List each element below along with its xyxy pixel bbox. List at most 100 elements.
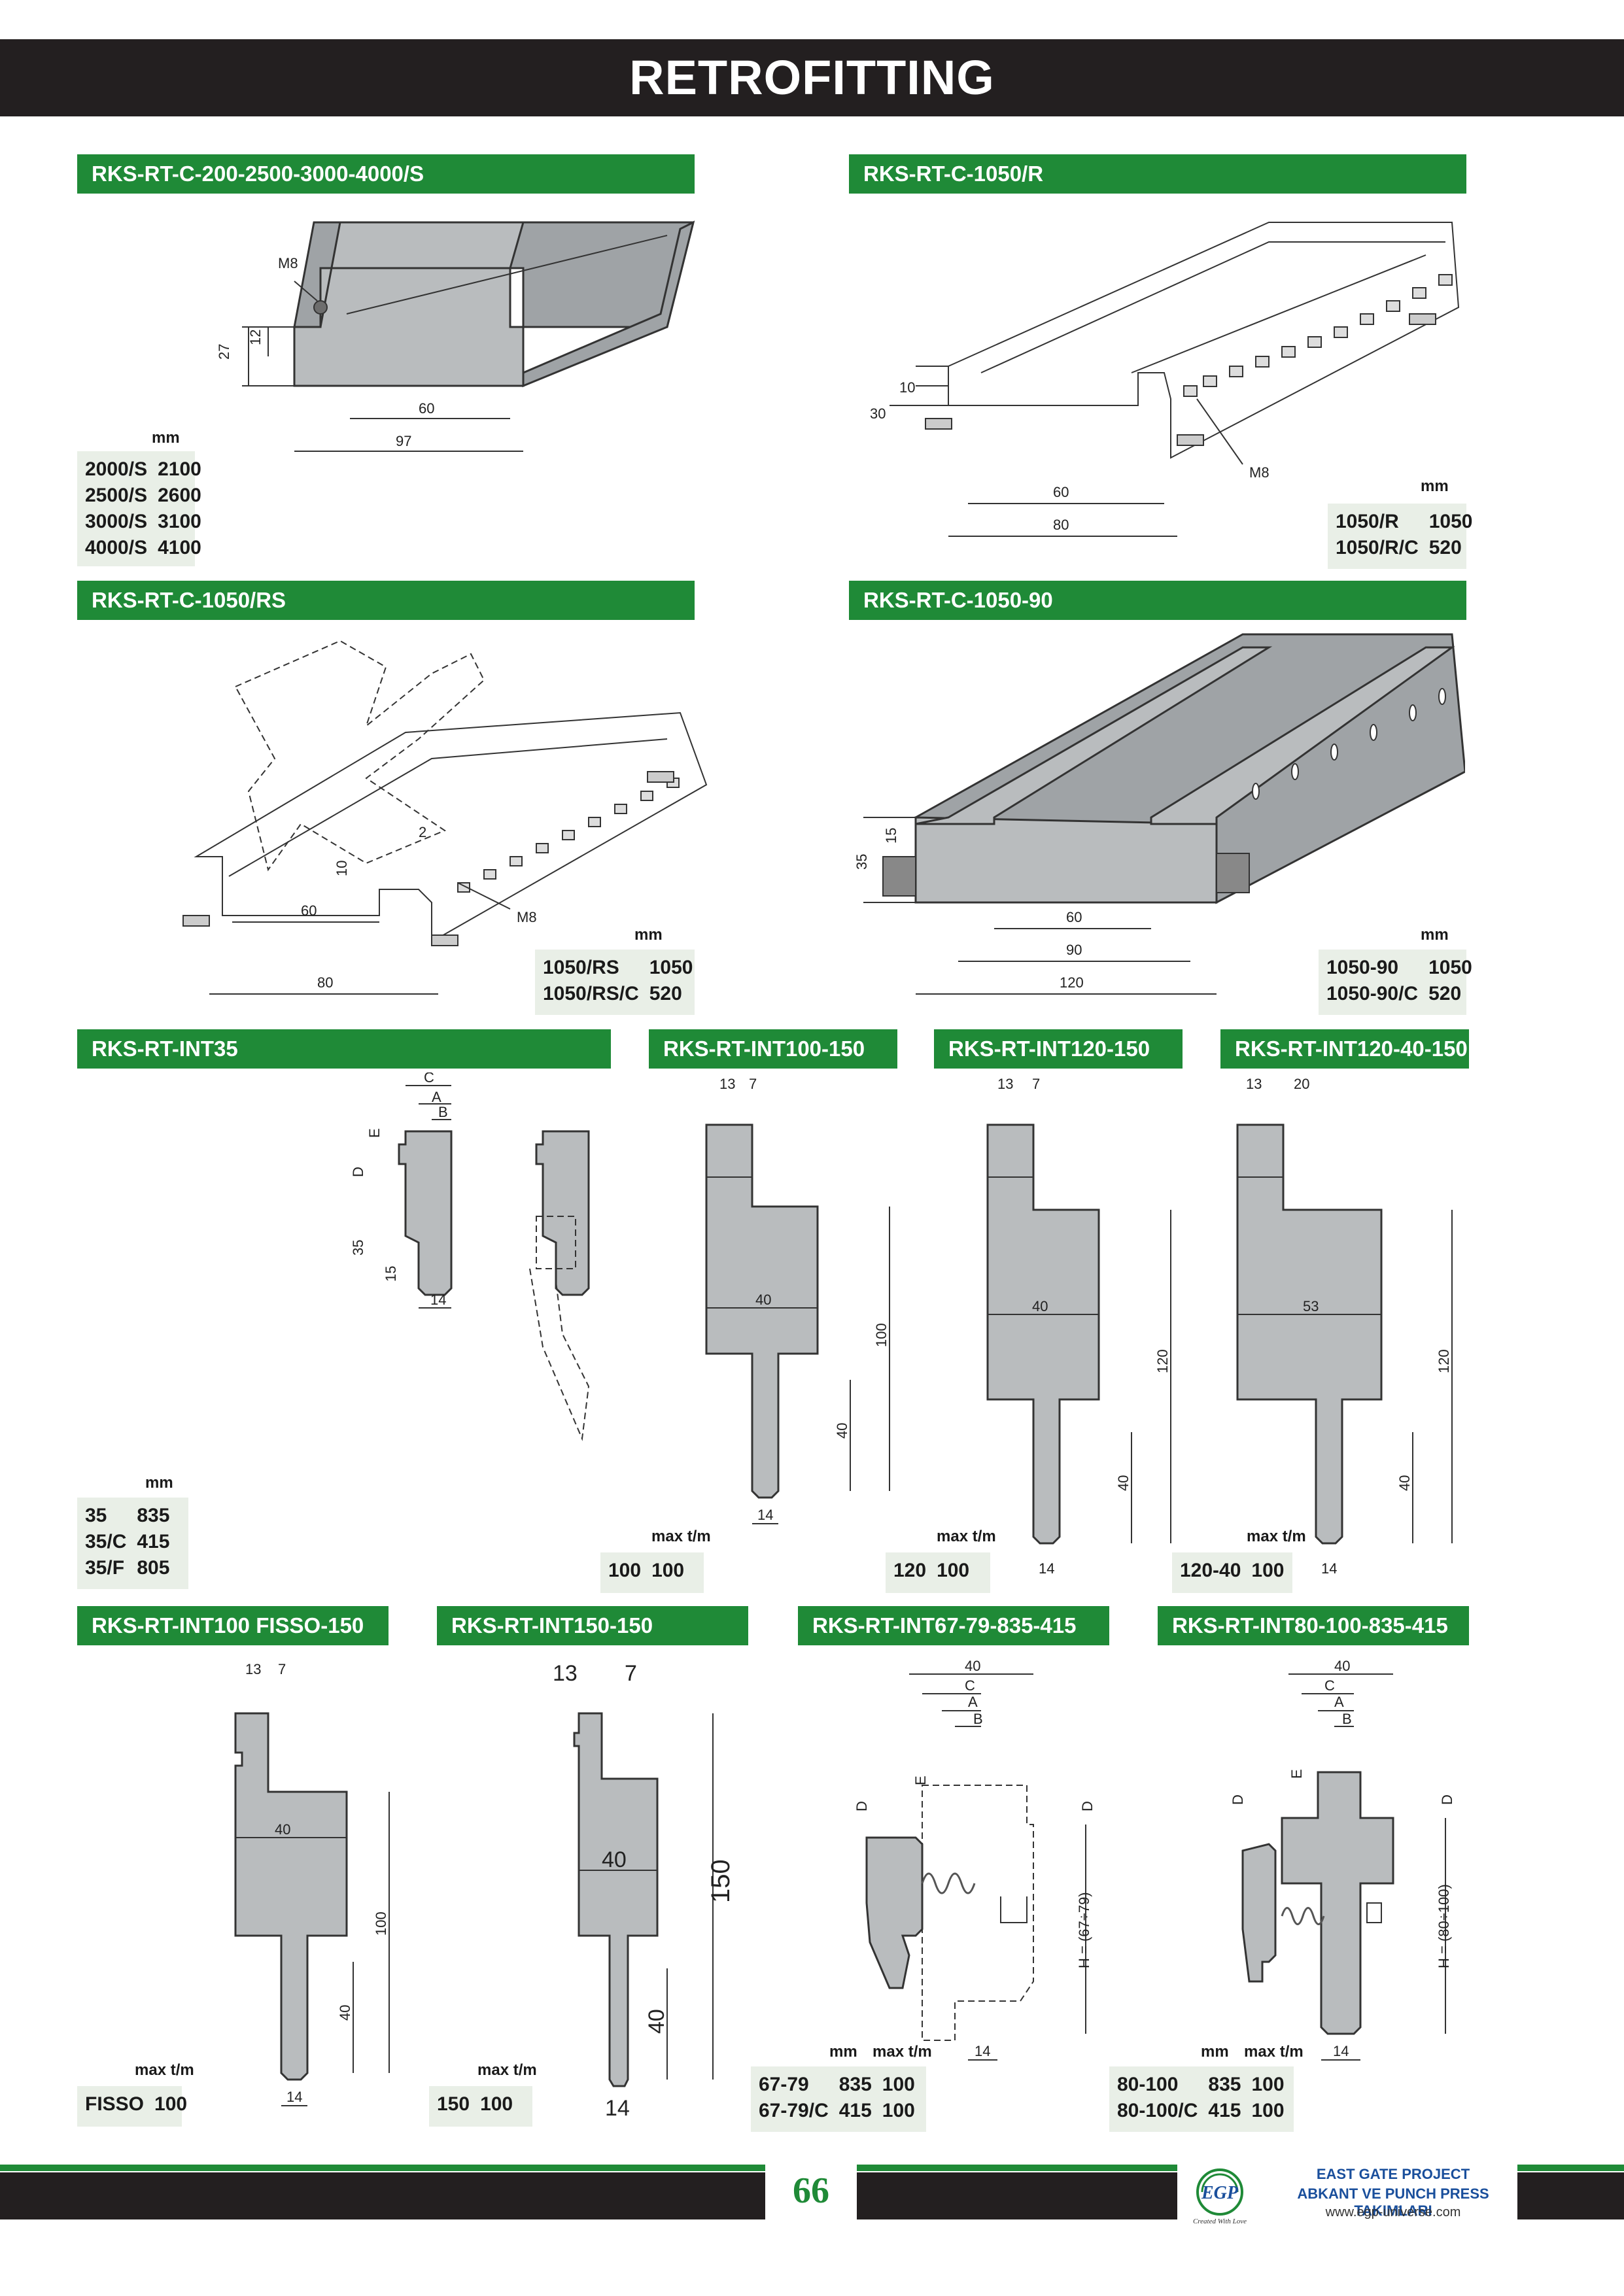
dim-label: 2 bbox=[419, 824, 426, 840]
section-header: RKS-RT-INT100-150 bbox=[649, 1029, 897, 1069]
spec-cell: 35/F bbox=[85, 1557, 125, 1579]
spec-cell: 67-79 bbox=[759, 2074, 809, 2095]
dim-label: 30 bbox=[870, 405, 886, 422]
spec-cell: 3000/S bbox=[85, 511, 148, 532]
spec-cell: 100 bbox=[1251, 1560, 1285, 1581]
dim-label: E bbox=[366, 1128, 383, 1138]
spec-cell: 415 bbox=[137, 1531, 170, 1552]
section-header: RKS-RT-INT80-100-835-415 bbox=[1158, 1606, 1469, 1645]
dim-label: 35 bbox=[854, 854, 870, 870]
profile-drawing: 13 7 40 100 40 14 bbox=[674, 1072, 922, 1530]
profile-drawing: M8 27 12 60 97 bbox=[209, 196, 733, 471]
dim-label: E bbox=[912, 1775, 929, 1785]
dim-label: 35 bbox=[350, 1240, 366, 1256]
unit-label: max t/m bbox=[1244, 2043, 1304, 2061]
dim-label: 120 bbox=[1436, 1349, 1452, 1373]
unit-label: max t/m bbox=[477, 2061, 537, 2079]
brand-url[interactable]: www.egp-universe.com bbox=[1325, 2205, 1461, 2219]
unit-label: mm bbox=[1421, 477, 1449, 495]
spec-cell: 67-79/C bbox=[759, 2100, 829, 2121]
section-header: RKS-RT-INT120-150 bbox=[934, 1029, 1183, 1069]
profile-drawing: 40 C A B E D D H = (67÷79) 14 bbox=[850, 1654, 1138, 2073]
dim-label: A bbox=[968, 1694, 978, 1710]
spec-cell: FISSO bbox=[85, 2093, 145, 2115]
profile-drawing: 13 7 40 150 40 14 bbox=[536, 1654, 772, 2125]
footer-rule bbox=[0, 2165, 765, 2171]
section-header: RKS-RT-C-1050/R bbox=[849, 154, 1466, 194]
profile-drawing: 13 20 53 120 40 bbox=[1230, 1072, 1478, 1550]
spec-cell: 2000/S bbox=[85, 458, 148, 480]
unit-label: max t/m bbox=[937, 1528, 996, 1545]
dim-label: C bbox=[1324, 1677, 1335, 1694]
spec-cell: 1050/RS bbox=[543, 957, 619, 978]
dim-label: 10 bbox=[334, 861, 350, 876]
dim-label: 80 bbox=[317, 974, 333, 991]
spec-cell: 415 bbox=[1208, 2100, 1241, 2121]
spec-cell: 1050/RS/C bbox=[543, 983, 639, 1004]
dim-label: 40 bbox=[337, 2005, 353, 2021]
dim-label: 15 bbox=[383, 1266, 399, 1282]
brand-block: EGP Created With Love EAST GATE PROJECT … bbox=[1177, 2162, 1517, 2234]
spec-cell: 100 bbox=[608, 1560, 642, 1581]
dim-label: 40 bbox=[834, 1423, 850, 1439]
dim-label: B bbox=[973, 1711, 983, 1727]
spec-cell: 100 bbox=[937, 1560, 970, 1581]
dim-label: E bbox=[1288, 1769, 1305, 1779]
dim-label: C bbox=[424, 1072, 434, 1086]
spec-cell: 3100 bbox=[158, 511, 201, 532]
unit-label: mm bbox=[145, 1474, 173, 1492]
dim-label: 10 bbox=[899, 379, 915, 396]
page-number: 66 bbox=[793, 2170, 829, 2211]
dim-label: D bbox=[1230, 1794, 1246, 1805]
dim-label: 120 bbox=[1154, 1349, 1171, 1373]
section-header: RKS-RT-INT35 bbox=[77, 1029, 611, 1069]
dim-label: 7 bbox=[1032, 1076, 1040, 1092]
spec-cell: 1050-90 bbox=[1326, 957, 1399, 978]
spec-cell: 35/C bbox=[85, 1531, 127, 1552]
unit-label: max t/m bbox=[135, 2061, 194, 2079]
dim-label: 13 bbox=[997, 1076, 1013, 1092]
section-header: RKS-RT-INT150-150 bbox=[437, 1606, 748, 1645]
unit-label: mm bbox=[152, 429, 180, 447]
unit-label: max t/m bbox=[1247, 1528, 1306, 1545]
dim-label: 14 bbox=[757, 1507, 773, 1523]
spec-cell: 80-100 bbox=[1117, 2074, 1179, 2095]
dim-label: A bbox=[1334, 1694, 1344, 1710]
dim-label: 90 bbox=[1066, 942, 1082, 958]
spec-cell: 35 bbox=[85, 1505, 107, 1526]
dim-label: D bbox=[1439, 1794, 1455, 1805]
spec-cell: 4100 bbox=[158, 537, 201, 558]
spec-cell: 100 bbox=[882, 2074, 915, 2095]
spec-cell: 80-100/C bbox=[1117, 2100, 1198, 2121]
dim-label: B bbox=[438, 1104, 448, 1120]
title-bar: RETROFITTING bbox=[0, 39, 1624, 116]
section-header: RKS-RT-C-1050-90 bbox=[849, 581, 1466, 620]
dim-label: 20 bbox=[1294, 1076, 1309, 1092]
profile-drawing: 13 7 40 120 40 bbox=[961, 1072, 1210, 1550]
spec-cell: 1050 bbox=[649, 957, 693, 978]
dim-label: 40 bbox=[755, 1292, 771, 1308]
spec-cell: 1050 bbox=[1428, 511, 1473, 532]
dim-label: M8 bbox=[278, 255, 298, 271]
spec-cell: 520 bbox=[1428, 983, 1462, 1004]
dim-label: H = (67÷79) bbox=[1076, 1892, 1092, 1968]
unit-label: mm bbox=[829, 2043, 857, 2061]
spec-cell: 805 bbox=[137, 1557, 170, 1579]
dim-label: 60 bbox=[1066, 909, 1082, 925]
unit-label: mm bbox=[1201, 2043, 1229, 2061]
dim-label: H = (80÷100) bbox=[1436, 1884, 1452, 1968]
dim-label: 12 bbox=[247, 330, 264, 345]
dim-label: 40 bbox=[1396, 1475, 1413, 1491]
dim-label: 14 bbox=[975, 2043, 990, 2059]
svg-text:EGP: EGP bbox=[1201, 2183, 1239, 2203]
spec-cell: 520 bbox=[1428, 537, 1462, 558]
